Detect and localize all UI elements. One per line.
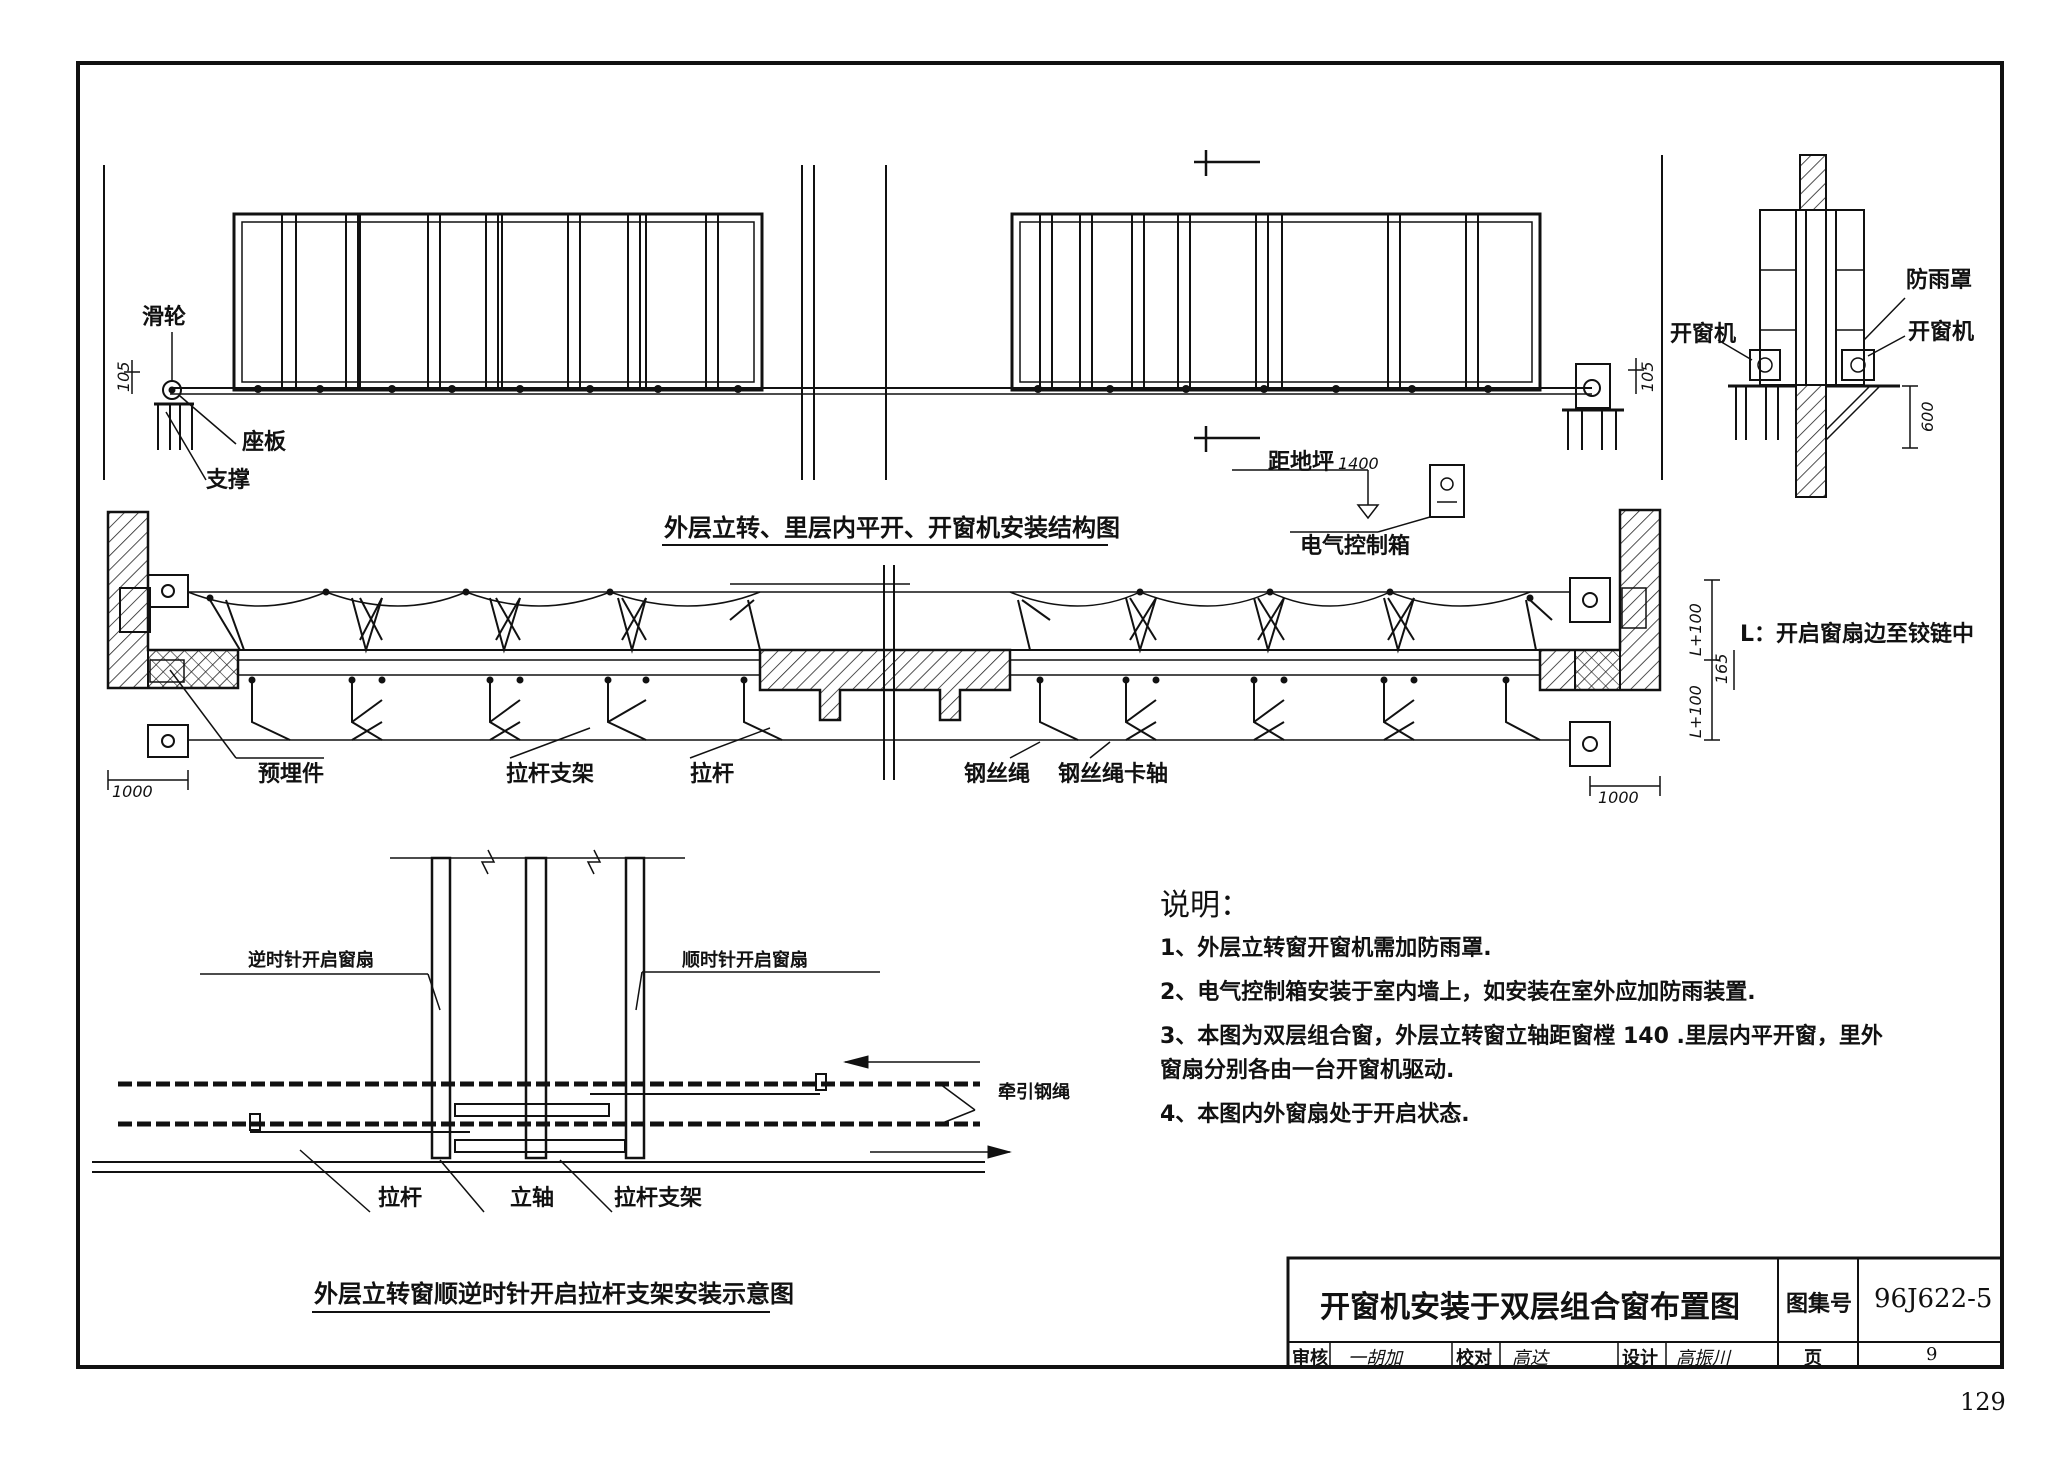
main-title: 外层立转、里层内平开、开窗机安装结构图: [664, 514, 1120, 542]
label-cw-sash: 顺时针开启窗扇: [682, 950, 808, 971]
side-section: [1717, 154, 1918, 498]
note-item: 4、本图内外窗扇处于开启状态.: [1160, 1102, 1470, 1127]
label-pulley: 滑轮: [142, 305, 187, 330]
detail-view: [92, 849, 1012, 1213]
label-seat-plate: 座板: [242, 430, 287, 455]
dim-l100-top: L+100: [1686, 603, 1705, 656]
review-signature: 一胡加: [1348, 1348, 1402, 1369]
label-detail-pull-rod: 拉杆: [378, 1186, 423, 1211]
note-item: 3、本图为双层组合窗，外层立转窗立轴距窗樘 140 .里层内平开窗，里外: [1160, 1024, 1883, 1049]
label-opener-right: 开窗机: [1908, 320, 1975, 345]
dim-105-left: 105: [114, 361, 133, 392]
dim-1000-right: 1000: [1598, 788, 1639, 807]
design-label: 设计: [1622, 1348, 1658, 1369]
label-ccw-sash: 逆时针开启窗扇: [248, 950, 374, 971]
design-signature: 高振川: [1676, 1348, 1730, 1369]
page-number: 129: [1960, 1388, 2006, 1416]
review-label: 审核: [1292, 1348, 1328, 1369]
page-label: 页: [1804, 1348, 1822, 1369]
check-label: 校对: [1456, 1348, 1492, 1369]
dim-165: 165: [1712, 653, 1731, 684]
label-detail-bracket: 拉杆支架: [614, 1186, 703, 1211]
atlas-number: 96J622-5: [1874, 1284, 1993, 1314]
label-control-box: 电气控制箱: [1300, 534, 1411, 559]
label-embedded-part: 预埋件: [258, 762, 325, 787]
page-value: 9: [1926, 1344, 1938, 1365]
dim-105-right: 105: [1638, 361, 1657, 392]
notes-section: 说明： 1、外层立转窗开窗机需加防雨罩. 2、电气控制箱安装于室内墙上，如安装在…: [1160, 880, 1920, 1148]
label-floor-height: 距地坪: [1268, 450, 1335, 475]
label-wire-rope: 钢丝绳: [964, 762, 1031, 787]
label-opener-left: 开窗机: [1670, 322, 1737, 347]
notes-heading: 说明：: [1160, 888, 1250, 923]
label-traction-rope: 牵引钢绳: [998, 1082, 1070, 1103]
note-item: 窗扇分别各由一台开窗机驱动.: [1160, 1058, 1455, 1083]
label-pull-rod: 拉杆: [690, 762, 735, 787]
note-item: 2、电气控制箱安装于室内墙上，如安装在室外应加防雨装置.: [1160, 980, 1756, 1005]
floor-height-value: 1400: [1338, 454, 1379, 473]
note-item: 1、外层立转窗开窗机需加防雨罩.: [1160, 936, 1492, 961]
dim-1000-left: 1000: [112, 782, 153, 801]
dim-600: 600: [1918, 401, 1937, 432]
label-rain-cover: 防雨罩: [1906, 268, 1973, 293]
top-elevation: [103, 150, 1663, 533]
label-vertical-axis: 立轴: [510, 1186, 555, 1211]
label-l-note: L：开启窗扇边至铰链中: [1740, 622, 1975, 647]
label-support: 支撑: [206, 468, 251, 493]
label-wire-rope-clamp: 钢丝绳卡轴: [1058, 762, 1169, 787]
dim-l100-bottom: L+100: [1686, 685, 1705, 738]
sheet-border: [76, 61, 2004, 1369]
check-signature: 高达: [1512, 1348, 1548, 1369]
drawing-title: 开窗机安装于双层组合窗布置图: [1320, 1290, 1740, 1325]
label-rod-bracket: 拉杆支架: [506, 762, 595, 787]
atlas-label: 图集号: [1786, 1292, 1853, 1317]
detail-title: 外层立转窗顺逆时针开启拉杆支架安装示意图: [314, 1280, 794, 1308]
title-block-lines: [1286, 1256, 2004, 1369]
plan-view: [106, 508, 1735, 796]
